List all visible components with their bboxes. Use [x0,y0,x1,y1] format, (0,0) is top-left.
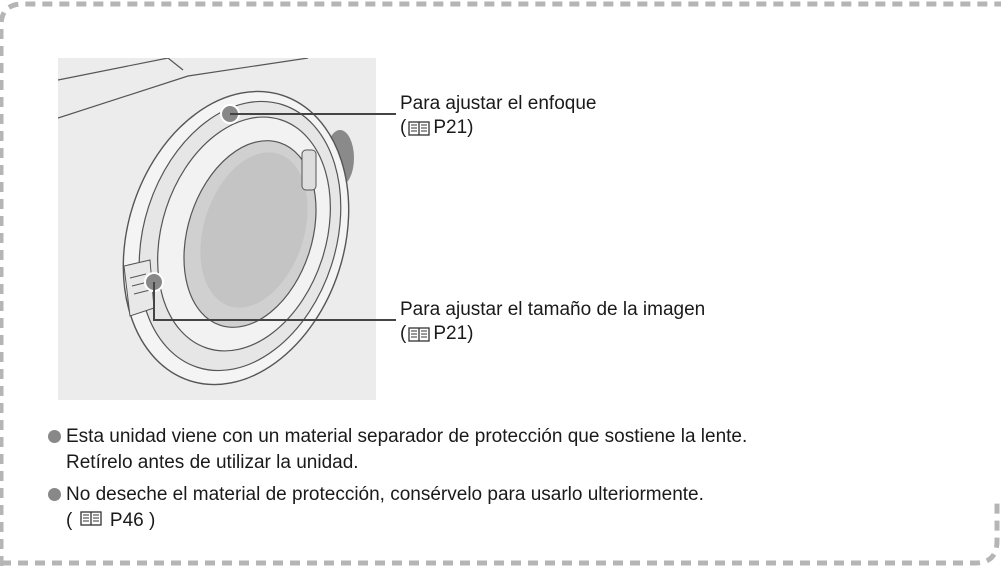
bullet-dot-icon [48,488,61,501]
note-item: No deseche el material de protección, co… [48,482,978,534]
notes-list: Esta unidad viene con un material separa… [48,424,978,540]
lens-illustration [58,58,376,400]
book-icon [408,121,430,136]
zoom-callout: Para ajustar el tamaño de la imagen ( P2… [400,298,705,346]
zoom-page-reference: ( P21 ) [400,323,474,344]
bullet-dot-icon [48,430,61,443]
focus-callout-label: Para ajustar el enfoque [400,93,597,114]
book-icon [79,511,102,526]
zoom-callout-label: Para ajustar el tamaño de la imagen [400,299,706,320]
note-item: Esta unidad viene con un material separa… [48,424,978,476]
note-1-line-1: Esta unidad viene con un material separa… [66,426,748,447]
note-2-line-1: No deseche el material de protección, co… [66,484,704,505]
focus-callout: Para ajustar el enfoque ( P21 ) [400,92,596,140]
focus-page-reference: ( P21 ) [400,117,474,138]
note-2-page-reference: ( P46 ) [66,510,156,531]
book-icon [408,327,430,342]
note-1-line-2: Retírelo antes de utilizar la unidad. [66,452,359,473]
